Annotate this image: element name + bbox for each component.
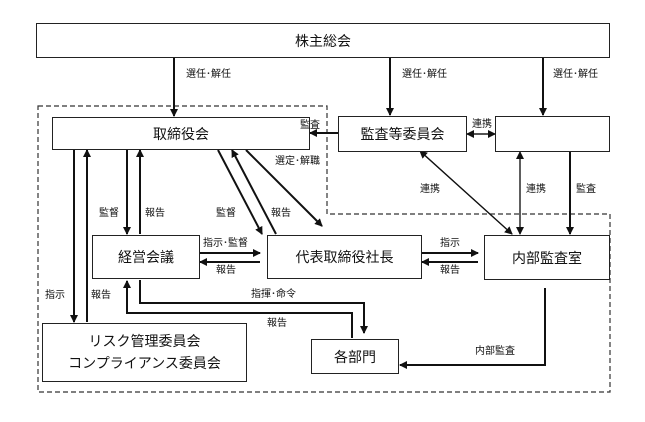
label-command: 指揮･命令 (251, 289, 296, 300)
arrow-president-board (231, 149, 277, 235)
label-report-mgmt-pres: 報告 (216, 265, 236, 276)
label-supervise-mgmt: 監督 (99, 208, 119, 219)
shareholders-box: 株主総会 (36, 23, 610, 58)
departments-box: 各部門 (311, 339, 399, 374)
risk-committee-label: リスク管理委員会 (88, 333, 201, 350)
shareholders-label: 株主総会 (295, 33, 351, 50)
label-instruct-supervise: 指示･監督 (203, 238, 248, 249)
label-link-audit-internal: 連携 (420, 184, 440, 195)
label-report-internal: 報告 (440, 265, 460, 276)
board-label: 取締役会 (153, 126, 209, 143)
label-elect-audit: 選任･解任 (402, 69, 447, 80)
label-supervise-pres: 監督 (216, 208, 236, 219)
audit-committee-box: 監査等委員会 (338, 116, 467, 152)
label-link-audit-accountant: 連携 (472, 119, 492, 130)
arrow-command-depts (139, 280, 368, 334)
label-report-mgmt: 報告 (145, 208, 165, 219)
label-internal-audit-arrow: 内部監査 (475, 346, 515, 357)
arrow-internal-audit (419, 150, 513, 235)
board-box: 取締役会 (52, 117, 310, 150)
compliance-committee-label: コンプライアンス委員会 (68, 355, 221, 372)
label-elect-accountant: 選任･解任 (553, 69, 598, 80)
president-label: 代表取締役社長 (295, 250, 394, 266)
risk-committee-box: リスク管理委員会 コンプライアンス委員会 (42, 323, 247, 382)
label-instruct-internal: 指示 (440, 238, 460, 249)
arrow-report-depts (123, 280, 353, 338)
label-accountant-audit: 監査 (576, 184, 596, 195)
label-report-risk: 報告 (91, 290, 111, 301)
label-audit-to-board: 監査 (300, 120, 320, 131)
arrow-board-president (217, 149, 263, 235)
label-link-accountant-internal: 連携 (526, 184, 546, 195)
label-report-pres: 報告 (271, 208, 291, 219)
internal-audit-box: 内部監査室 (484, 235, 610, 280)
label-elect-board: 選任･解任 (186, 69, 231, 80)
label-report-depts: 報告 (267, 318, 287, 329)
audit-committee-label: 監査等委員会 (360, 127, 445, 143)
departments-label: 各部門 (334, 349, 376, 366)
president-box: 代表取締役社長 (267, 235, 422, 279)
board-boundary (37, 105, 611, 393)
label-select-dismiss: 選定･解職 (275, 156, 320, 167)
accountant-box (495, 116, 610, 152)
arrow-select-president (245, 149, 323, 227)
label-instruct-risk: 指示 (45, 290, 65, 301)
management-meeting-label: 経営会議 (118, 250, 174, 266)
management-meeting-box: 経営会議 (92, 235, 200, 279)
arrow-internal-depts (399, 288, 546, 369)
internal-audit-label: 内部監査室 (512, 250, 582, 267)
